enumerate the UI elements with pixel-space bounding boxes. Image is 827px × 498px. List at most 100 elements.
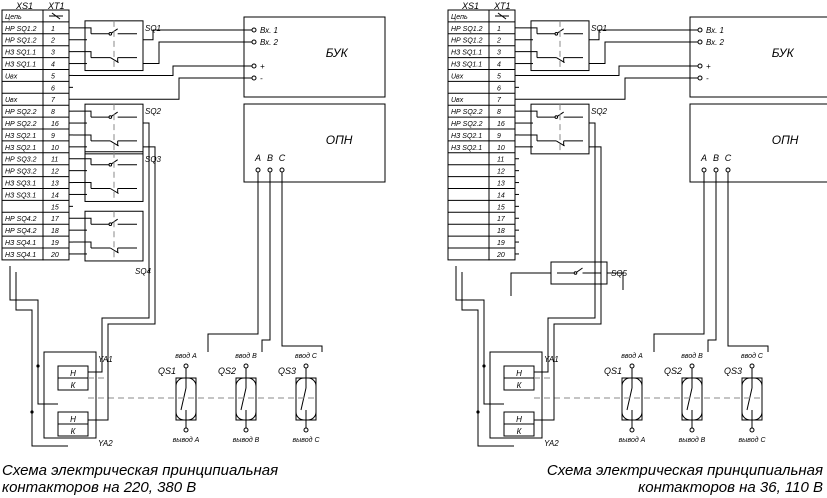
wire — [589, 29, 698, 41]
xs1-label: НР SQ2.2 — [451, 121, 483, 128]
xt1-number: 6 — [51, 85, 55, 92]
wire — [300, 387, 307, 411]
junction — [36, 364, 40, 368]
qs-terminal — [303, 427, 309, 433]
coil-ya2-label: YA2 — [98, 439, 113, 448]
wire — [88, 146, 156, 421]
junction — [482, 364, 486, 368]
wire — [143, 29, 252, 41]
xt1-number: 8 — [51, 109, 55, 116]
xt1-number: 10 — [51, 145, 59, 152]
opn-label: ОПН — [326, 133, 353, 147]
xt1-number: 17 — [497, 216, 506, 223]
switch-label: SQ1 — [145, 24, 161, 33]
buk-terminal — [251, 75, 257, 81]
wire — [461, 271, 514, 447]
header-xs1: XS1 — [15, 1, 33, 11]
switch-label: SQ2 — [591, 107, 608, 116]
buk-terminal-label: + — [260, 62, 265, 71]
buk-terminal-label: Вх. 2 — [706, 38, 725, 47]
header-xt1: XT1 — [47, 1, 65, 11]
xt1-number: 1 — [51, 26, 55, 33]
wire — [519, 27, 538, 34]
xt1-number: 4 — [497, 62, 501, 69]
coil-k: К — [71, 427, 77, 436]
xt1-number: 11 — [51, 157, 58, 164]
wire — [180, 387, 187, 411]
xt1-number: 17 — [51, 216, 60, 223]
xt1-number: 14 — [51, 192, 59, 199]
xs1-label: НЗ SQ4.1 — [5, 252, 36, 259]
xs1-label: НР SQ1.2 — [451, 38, 483, 45]
switch-label: SQ1 — [591, 24, 607, 33]
xs1-label: НР SQ2.2 — [5, 121, 37, 128]
qs-terminal — [303, 363, 309, 369]
coil-k: К — [517, 427, 523, 436]
xs1-label: Uвх — [451, 73, 464, 80]
wire — [9, 265, 58, 405]
qs-label: QS2 — [218, 366, 236, 376]
contact — [554, 32, 559, 36]
wire — [73, 65, 252, 76]
xs1-label: НР SQ4.2 — [5, 228, 37, 235]
buk-terminal — [697, 27, 703, 33]
xs1-label: НР SQ1.2 — [5, 26, 37, 33]
coil-h: Н — [516, 369, 522, 378]
phase-label: C — [279, 153, 286, 163]
qs-terminal — [243, 427, 249, 433]
xs1-label: НЗ SQ1.1 — [5, 50, 36, 57]
wire — [73, 217, 92, 225]
wire — [281, 172, 323, 352]
coil-ya2-label: YA2 — [544, 439, 559, 448]
buk-label: БУК — [772, 46, 795, 60]
xt1-number: 12 — [497, 169, 505, 176]
phase-label: B — [713, 153, 719, 163]
opn-terminal — [713, 167, 719, 173]
wire — [519, 134, 538, 141]
xt1-number: 2 — [496, 38, 501, 45]
wire — [746, 387, 753, 411]
coil-h: Н — [70, 369, 76, 378]
qs-terminal — [629, 363, 635, 369]
wire — [519, 77, 698, 100]
xs1-label: НЗ SQ2.1 — [5, 133, 36, 140]
xs1-label: НЗ SQ3.1 — [5, 181, 36, 188]
qs-output-label: вывод С — [738, 436, 766, 444]
wire — [88, 122, 150, 373]
xs1-label: НЗ SQ1.1 — [451, 50, 482, 57]
xt1-number: 8 — [497, 109, 501, 116]
qs-terminal — [183, 427, 189, 433]
qs-output-label: вывод С — [292, 436, 320, 444]
xs1-label: НЗ SQ4.1 — [5, 240, 36, 247]
phase-label: C — [725, 153, 732, 163]
qs-input-label: ввод А — [175, 352, 197, 360]
wire — [73, 241, 92, 248]
xs1-label: Uвх — [5, 97, 18, 104]
qs-output-label: вывод В — [233, 436, 260, 444]
coil-h: Н — [516, 415, 522, 424]
qs-terminal — [183, 363, 189, 369]
wire — [519, 65, 698, 76]
buk-terminal — [251, 63, 257, 69]
xt1-number: 9 — [497, 133, 501, 140]
xt1-number: 18 — [51, 228, 59, 235]
buk-terminal — [251, 27, 257, 33]
coil-k: К — [71, 381, 77, 390]
wire — [73, 182, 92, 189]
xt1-number: 18 — [497, 228, 505, 235]
buk-terminal — [697, 63, 703, 69]
wire — [534, 146, 602, 421]
qs-terminal — [689, 363, 695, 369]
opn-block — [243, 103, 386, 183]
xs1-label: НР SQ3.2 — [5, 169, 37, 176]
buk-terminal-label: Вх. 2 — [260, 38, 279, 47]
wire — [73, 51, 92, 58]
xt1-number: 5 — [497, 73, 501, 80]
coil-ya1-label: YA1 — [544, 355, 559, 364]
wire — [653, 172, 705, 352]
qs-terminal — [749, 427, 755, 433]
wire — [15, 271, 68, 447]
switch-label: SQ2 — [145, 107, 162, 116]
